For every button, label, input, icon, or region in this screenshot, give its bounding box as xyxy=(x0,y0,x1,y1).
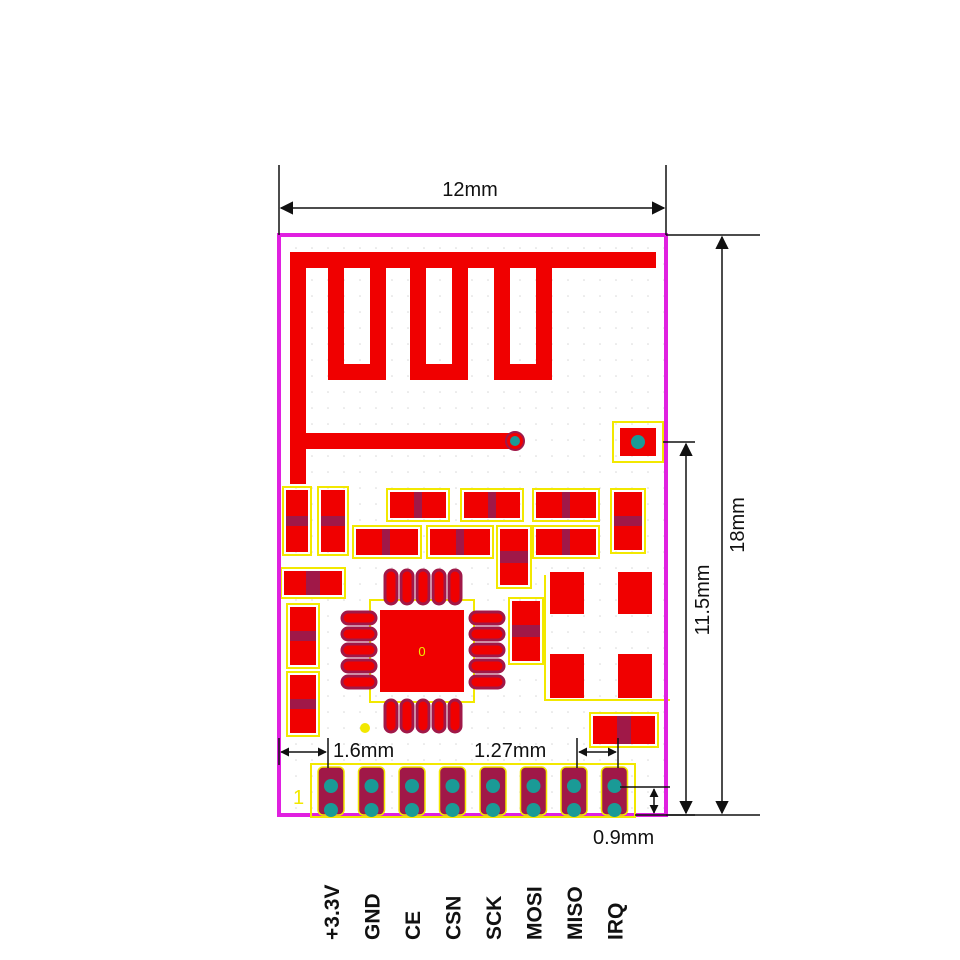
pin1-marker: 1 xyxy=(293,787,304,809)
pin-header: 1 xyxy=(293,763,636,818)
chip-marker-label: 0 xyxy=(418,644,425,659)
header-pin xyxy=(398,766,426,817)
pin-label: SCK xyxy=(483,896,506,940)
header-pin xyxy=(519,766,548,817)
fiducial-pad xyxy=(612,421,664,463)
pin-label: GND xyxy=(362,893,385,940)
board-outline xyxy=(277,233,668,817)
pin-label: CE xyxy=(402,911,425,940)
pin-labels: +3.3V GND CE CSN SCK MOSI MISO IRQ xyxy=(321,885,628,940)
pins-group xyxy=(317,766,629,817)
dimension-pin-offset xyxy=(620,786,670,814)
header-pin xyxy=(560,766,588,817)
header-pin xyxy=(479,766,507,817)
dimension-width xyxy=(278,165,667,235)
header-pin xyxy=(317,766,345,817)
pin-row-height-label: 11.5mm xyxy=(692,565,714,636)
dimension-pin-pitch xyxy=(576,738,619,768)
header-pin xyxy=(438,766,467,817)
width-label: 12mm xyxy=(442,179,498,201)
pin-label: +3.3V xyxy=(321,885,344,940)
smd-components xyxy=(280,486,670,748)
pin-label: MISO xyxy=(564,886,587,940)
header-pin xyxy=(357,766,386,817)
pin-pitch-label: 1.27mm xyxy=(474,740,546,762)
height-label: 18mm xyxy=(727,497,749,553)
dimension-edge-to-pin xyxy=(278,738,329,768)
pin-offset-label: 0.9mm xyxy=(593,827,654,849)
qfn-chip: 0 xyxy=(340,568,506,734)
pin-label: CSN xyxy=(443,896,466,940)
header-pin xyxy=(600,766,629,817)
edge-to-pin-label: 1.6mm xyxy=(333,740,394,762)
dimension-pin-row-height xyxy=(635,441,695,816)
pin-label: IRQ xyxy=(605,903,628,940)
pin-label: MOSI xyxy=(524,886,547,940)
pcb-antenna-trace xyxy=(290,252,656,484)
